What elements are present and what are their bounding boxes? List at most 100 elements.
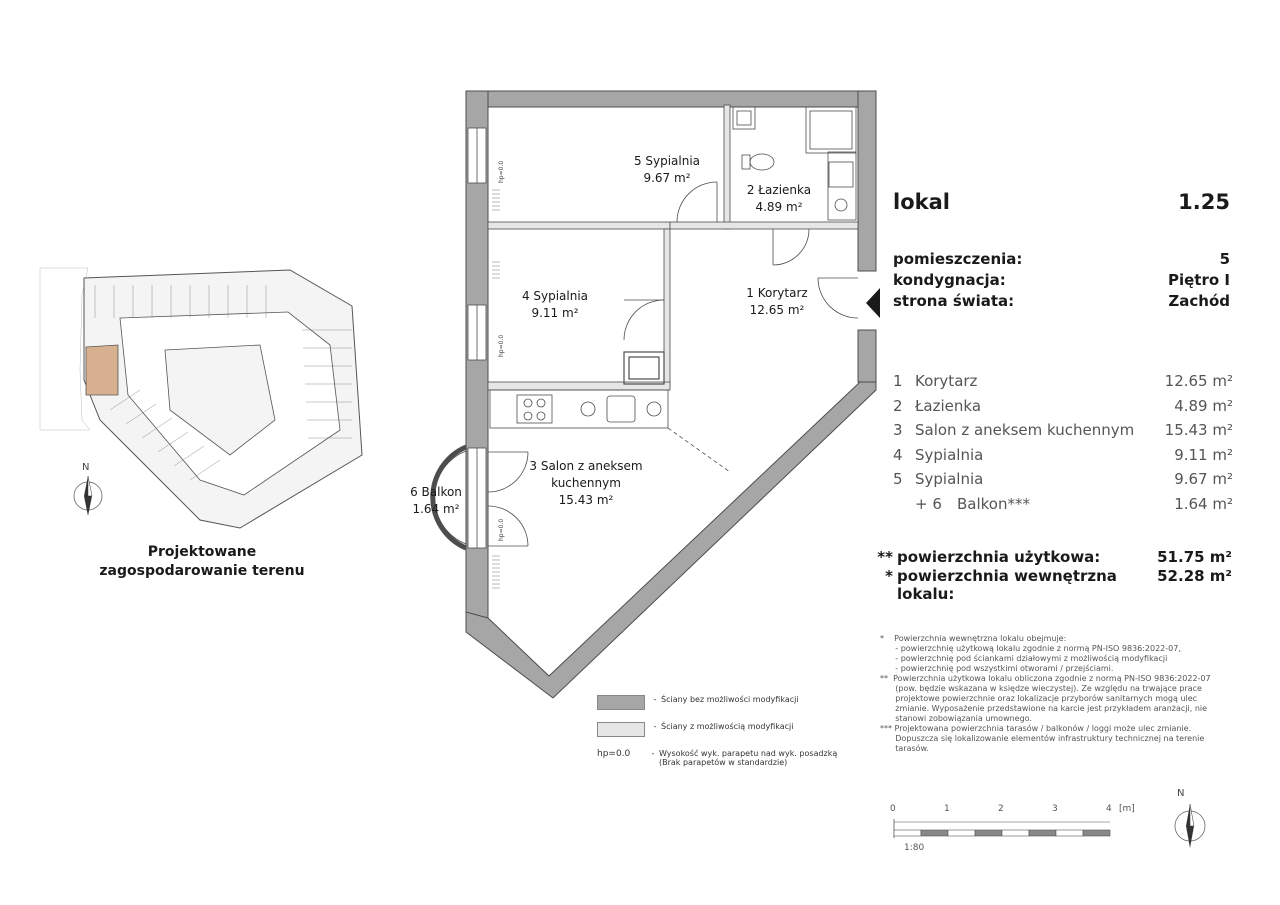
footnote-line: (pow. będzie wskazana w księdze wieczyst… (880, 684, 1202, 693)
room-area: 9.11 m² (531, 306, 579, 320)
footnote-line: - powierzchnię pod ściankami działowymi … (880, 654, 1168, 663)
room-name: Salon z aneksem kuchennym (915, 421, 1135, 440)
room-row: 3 Salon z aneksem kuchennym 15.43 m² (893, 418, 1233, 443)
diagonal-wall (465, 381, 877, 699)
sill-height-label: hp=0.0 (498, 334, 505, 357)
room-area: 1.64 m² (412, 502, 460, 516)
info-key: kondygnacja: (893, 271, 1006, 289)
footnotes: * Powierzchnia wewnętrzna lokalu obejmuj… (880, 634, 1240, 754)
summary-label: powierzchnia wewnętrzna lokalu: (897, 567, 1117, 603)
site-unit-divider (173, 445, 205, 467)
footnote-line: projektowe powierzchnie oraz lokalizacje… (880, 694, 1198, 703)
room-name: 5 Sypialnia (633, 154, 701, 168)
room-number: 4 (893, 445, 903, 464)
room-area: 12.65 m² (749, 303, 805, 317)
info-row: kondygnacja: Piętro I (893, 271, 1230, 292)
sill-height-label: hp=0.0 (498, 160, 505, 183)
room-number: + 6 (915, 494, 942, 513)
room-number: 1 (893, 372, 903, 391)
footnote-line: zmianie. Wyposażenie przedstawione na ka… (880, 704, 1208, 713)
room-label-4: 4 Sypialnia 9.11 m² (500, 288, 610, 322)
north-arrow-icon: N (1168, 788, 1212, 850)
summary-value: 52.28 m² (1157, 567, 1232, 585)
scale-unit: [m] (1119, 804, 1135, 814)
bathroom-fixtures (732, 106, 857, 221)
legend-swatch (597, 695, 645, 710)
interior-walls (487, 104, 859, 391)
room-row: 2 Łazienka 4.89 m² (893, 394, 1233, 419)
room-area: 9.11 m² (1174, 445, 1233, 464)
room-name: Sypialnia (915, 445, 984, 464)
legend-row: -Ściany bez możliwości modyfikacji (597, 695, 877, 722)
scale-tick: 3 (1052, 804, 1058, 814)
room-number: 2 (893, 396, 903, 415)
scale-ratio: 1:80 (904, 843, 925, 853)
summary-row: *powierzchnia wewnętrzna lokalu: 52.28 m² (874, 567, 1232, 603)
summary-value: 51.75 m² (1157, 548, 1232, 566)
room-area: 12.65 m² (1164, 372, 1233, 391)
room-name: Balkon*** (957, 494, 1030, 513)
balcony-outline (430, 444, 468, 551)
room-name-cont: kuchennym (551, 476, 621, 490)
legend-text-line: Ściany z możliwością modyfikacji (661, 722, 794, 731)
kitchen-counter (489, 389, 731, 473)
legend-dash: - (653, 695, 657, 704)
caption-line: Projektowane (147, 544, 257, 560)
caption-line: zagospodarowanie terenu (99, 563, 305, 579)
scale-tick: 4 (1106, 804, 1112, 814)
legend-text: Ściany z możliwością modyfikacji (661, 722, 793, 731)
legend-text: Wysokość wyk. parapetu nad wyk. posadzką… (659, 749, 837, 767)
info-row: strona świata:Zachód (893, 292, 1230, 313)
info-key: strona świata: (893, 292, 1015, 310)
legend-row: -Ściany z możliwością modyfikacji (597, 722, 877, 749)
summary-label: powierzchnia użytkowa: (897, 548, 1101, 566)
site-north-arrow-icon: N (68, 462, 108, 518)
room-name: 4 Sypialnia (521, 289, 589, 303)
room-area: 1.64 m² (1174, 494, 1233, 513)
shafts (623, 351, 665, 385)
legend: -Ściany bez możliwości modyfikacji-Ścian… (597, 695, 877, 776)
sill-height-label: hp=0.0 (498, 518, 505, 541)
site-unit-divider (189, 459, 221, 481)
room-name: Sypialnia (915, 470, 984, 489)
north-label: N (82, 462, 90, 473)
legend-text-line: (Brak parapetów w standardzie) (659, 758, 788, 767)
site-unit-divider (109, 389, 141, 411)
legend-row: hp=0.0-Wysokość wyk. parapetu nad wyk. p… (597, 749, 877, 776)
footnote-line: *** Projektowana powierzchnia tarasów / … (880, 724, 1192, 733)
room-number: 3 (893, 421, 903, 440)
scale-tick: 0 (890, 804, 896, 814)
doors (487, 181, 859, 547)
summary-mark: ** (877, 548, 893, 566)
unit-number: 1.25 (1178, 190, 1230, 214)
legend-swatch (597, 722, 645, 737)
summary-mark: * (885, 567, 893, 585)
scale-bar: 0 1 2 3 4 [m] 1:80 (880, 804, 1140, 864)
entrance-arrow-icon (866, 288, 880, 318)
room-row: + 6 Balkon*** 1.64 m² (893, 492, 1233, 517)
legend-code: hp=0.0 (597, 749, 631, 759)
room-area: 4.89 m² (1174, 396, 1233, 415)
room-label-1: 1 Korytarz 12.65 m² (722, 285, 832, 319)
room-area: 15.43 m² (1164, 421, 1233, 440)
legend-text: Ściany bez możliwości modyfikacji (661, 695, 799, 704)
room-label-6: 6 Balkon 1.64 m² (396, 484, 476, 518)
scale-bar-graphic (893, 819, 1111, 838)
unit-label: lokal (893, 190, 950, 214)
scale-tick: 2 (998, 804, 1004, 814)
site-unit-divider (157, 431, 189, 453)
site-plan-caption: Projektowane zagospodarowanie terenu (92, 543, 312, 581)
info-value: Piętro I (1168, 271, 1230, 289)
windows (467, 127, 487, 549)
room-name: Łazienka (915, 396, 982, 415)
summary-row: **powierzchnia użytkowa: 51.75 m² (874, 548, 1232, 567)
site-unit-divider (141, 417, 173, 439)
room-number: 5 (893, 470, 903, 489)
footnote-line: tarasów. (880, 744, 929, 753)
footnote-line: - powierzchnię użytkową lokalu zgodnie z… (880, 644, 1181, 653)
room-row: 4 Sypialnia 9.11 m² (893, 443, 1233, 468)
